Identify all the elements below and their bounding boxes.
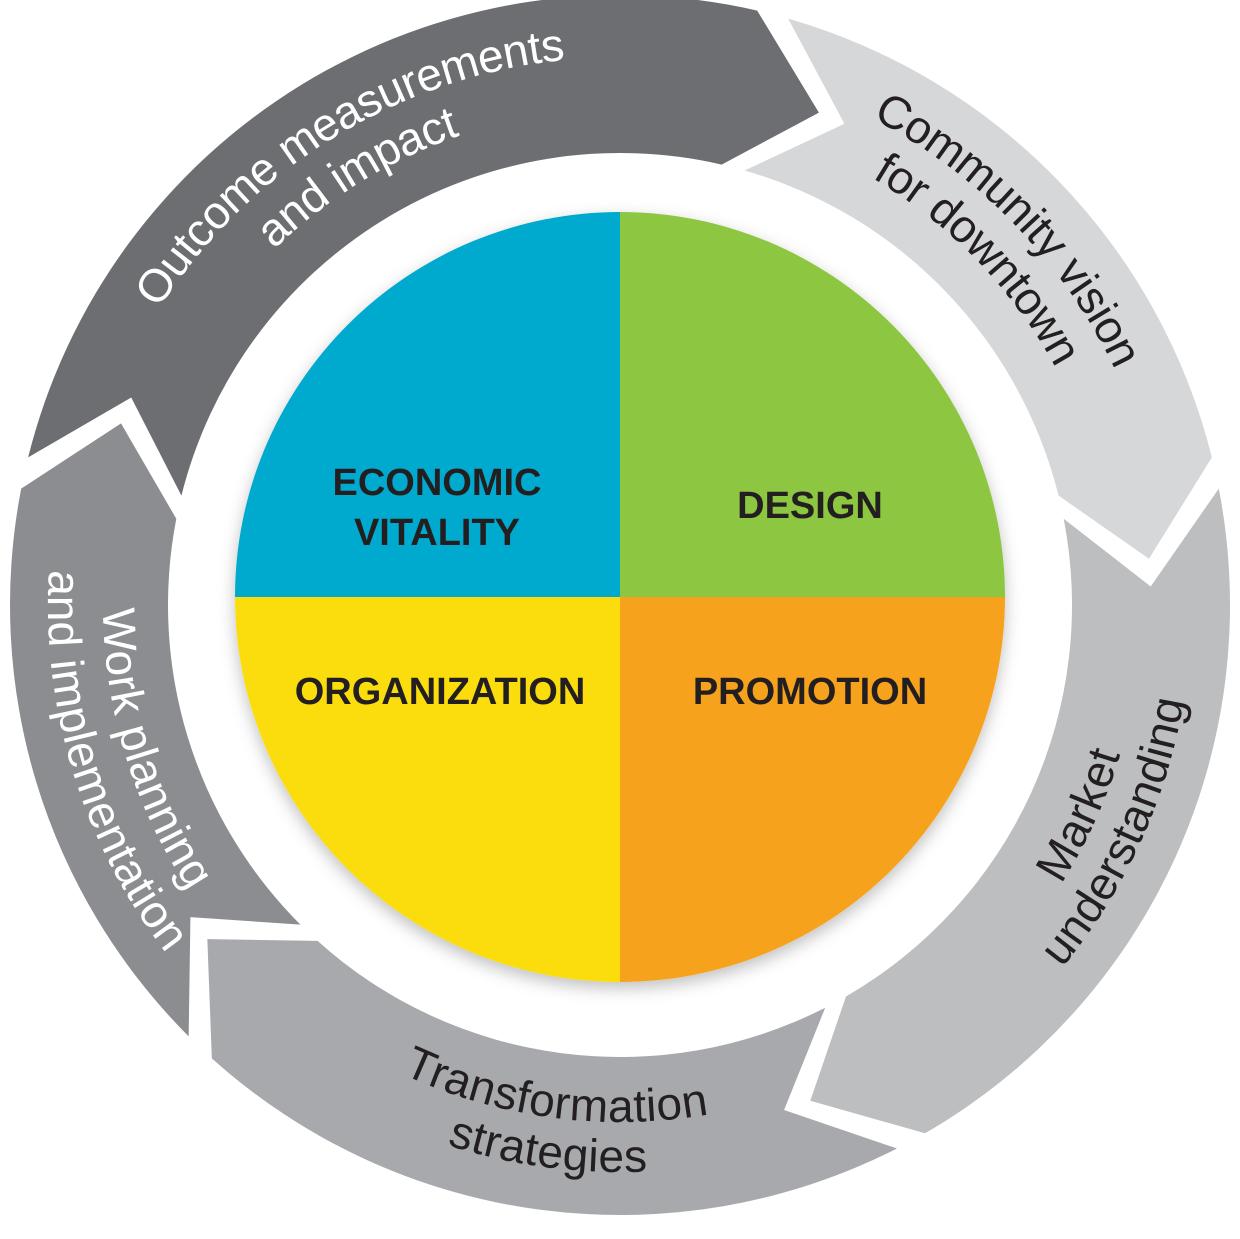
quadrant-label-organization: ORGANIZATION (295, 671, 586, 713)
cycle-arrow (28, 0, 819, 496)
quadrant-label-promotion: PROMOTION (693, 671, 927, 713)
quadrant-label-economic-vitality: VITALITY (354, 512, 520, 554)
quadrant-economic-vitality (235, 212, 620, 597)
four-point-pie (235, 212, 1005, 982)
cycle-arrow (9, 423, 301, 1037)
quadrant-label-design: DESIGN (737, 485, 883, 527)
quadrant-promotion (620, 597, 1005, 982)
quadrant-label-economic-vitality: ECONOMIC (333, 462, 542, 504)
quadrant-design (620, 212, 1005, 597)
quadrant-organization (235, 597, 620, 982)
cycle-arrow (810, 488, 1230, 1134)
cycle-arrow (744, 18, 1212, 559)
cycle-arrow (207, 939, 897, 1216)
pie-labels: ECONOMIC VITALITY DESIGN PROMOTION ORGANIZAT… (295, 462, 927, 713)
